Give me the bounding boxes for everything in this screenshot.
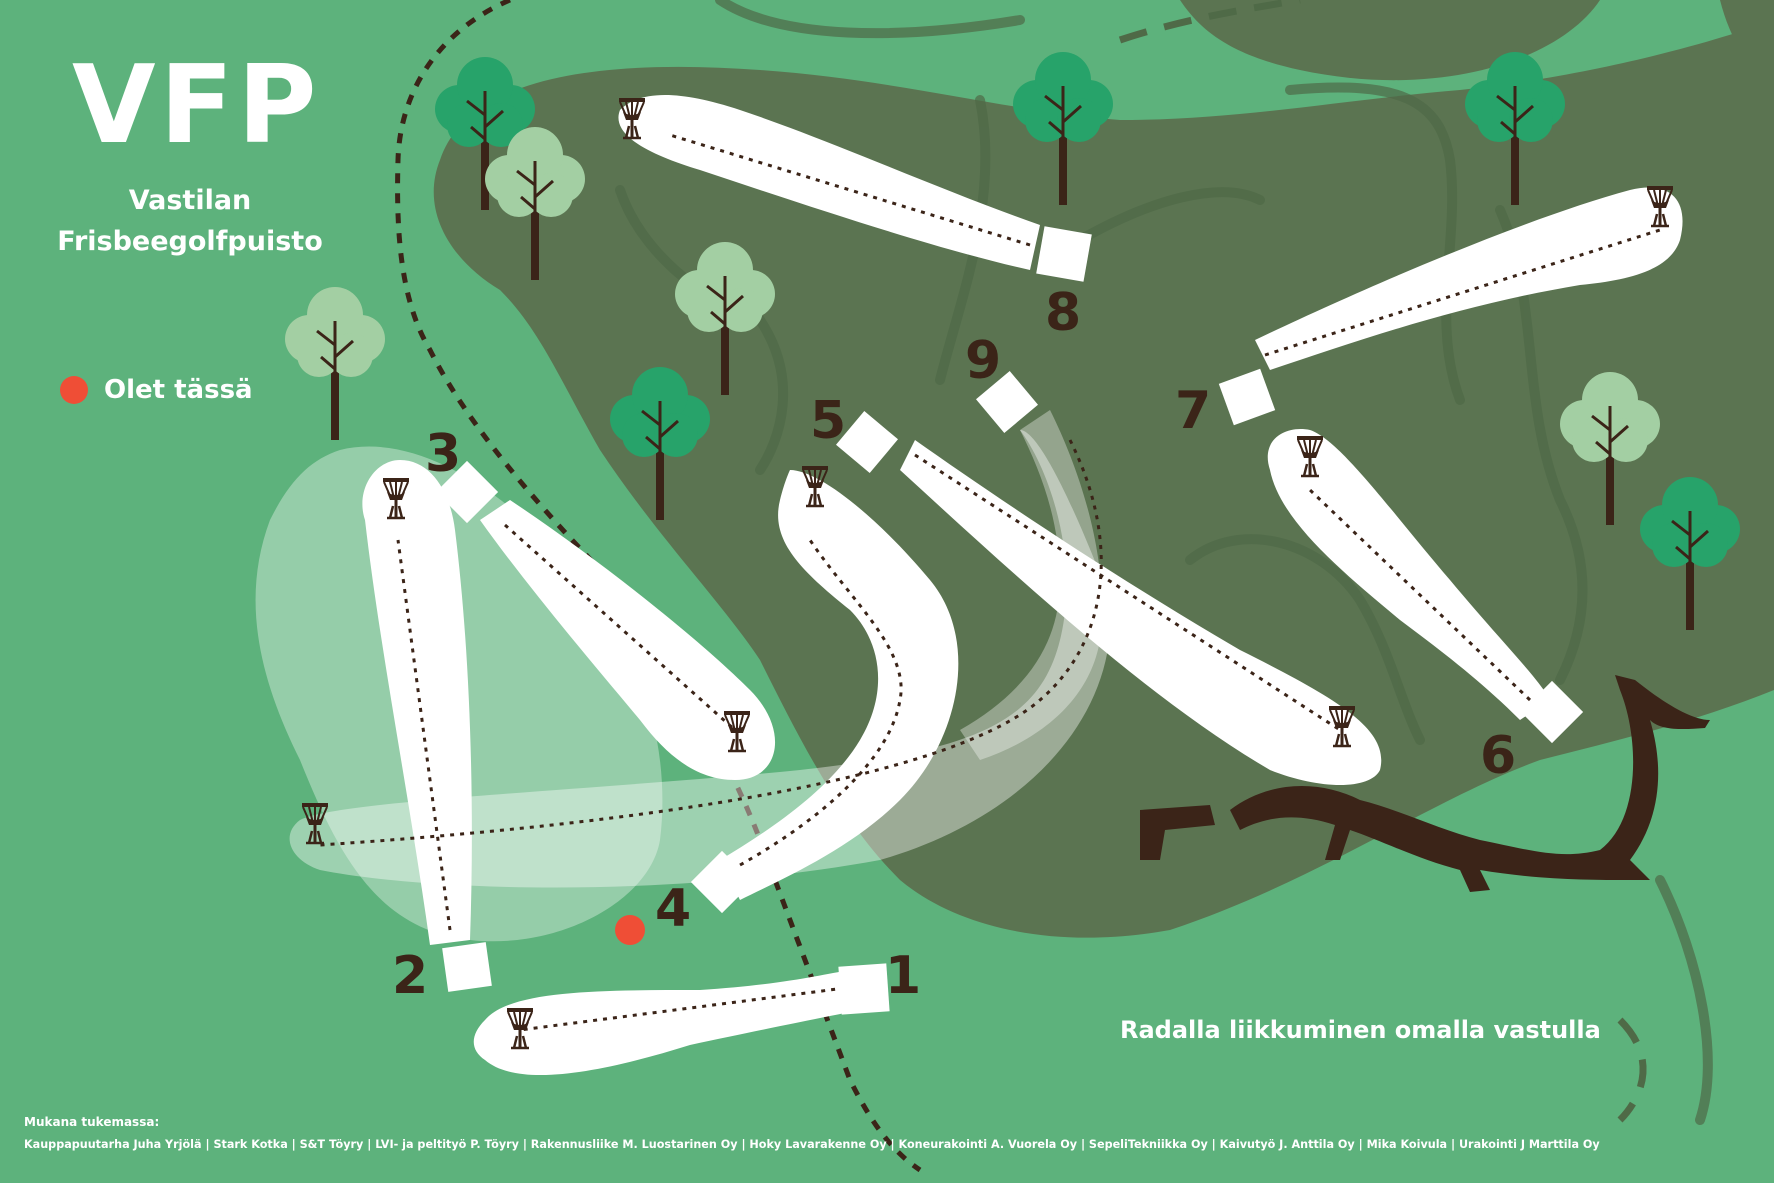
hole-number-5: 5 (810, 391, 847, 451)
tee-pad-hole-1 (838, 963, 890, 1015)
tee-pad-hole-8 (1036, 226, 1092, 282)
walking-path-right (1118, 0, 1301, 44)
tee-pad-hole-5 (836, 411, 898, 473)
fairway-hole-1 (473, 970, 860, 1076)
hole-number-7: 7 (1175, 381, 1212, 441)
fairways (362, 95, 1683, 1076)
you-are-here-marker (615, 915, 645, 945)
tee-pad-hole-3 (435, 460, 499, 524)
tee-pad-hole-2 (442, 942, 492, 992)
park-name: Vastilan Frisbeegolfpuisto (40, 180, 340, 262)
hole-number-8: 8 (1045, 283, 1082, 343)
forest-area-top-right (1720, 0, 1774, 90)
fairway-hole-2 (362, 460, 472, 945)
forest-area (433, 20, 1774, 938)
hole-number-4: 4 (655, 879, 692, 939)
hole-number-1: 1 (885, 946, 922, 1006)
hole-number-3: 3 (425, 424, 462, 484)
location-dot-icon (60, 376, 88, 404)
hole-number-6: 6 (1480, 726, 1517, 786)
fairway-hole-9 (960, 410, 1102, 760)
fallen-log (1140, 675, 1710, 892)
sponsors-list: Kauppapuutarha Juha Yrjölä | Stark Kotka… (24, 1138, 1600, 1151)
park-acronym: VFP (72, 43, 321, 168)
tee-pad-hole-7 (1218, 368, 1276, 426)
sponsors-heading: Mukana tukemassa: (24, 1115, 160, 1129)
fairway-hole-3 (480, 500, 776, 780)
walking-path-right-lower (1617, 1017, 1647, 1123)
safety-notice: Radalla liikkuminen omalla vastulla (1120, 1016, 1601, 1044)
tee-pad-hole-4 (690, 850, 754, 914)
hole-number-2: 2 (392, 946, 429, 1006)
fairway-hole-6 (1267, 429, 1550, 720)
throw-lines (319, 133, 1661, 1032)
tee-pad-hole-6 (1520, 680, 1584, 744)
park-name-line-2: Frisbeegolfpuisto (57, 226, 323, 257)
legend-you-are-here-label: Olet tässä (104, 375, 253, 405)
tee-pad-hole-9 (976, 371, 1038, 433)
forest-area-top (1180, 0, 1600, 81)
tee-pads (435, 226, 1584, 1015)
walking-path (395, 0, 922, 1173)
hole-number-9: 9 (965, 331, 1002, 391)
park-name-line-1: Vastilan (128, 185, 252, 216)
fairway-hole-4 (720, 470, 959, 900)
fairway-hole-5 (900, 440, 1382, 785)
legend: Olet tässä (60, 375, 253, 405)
